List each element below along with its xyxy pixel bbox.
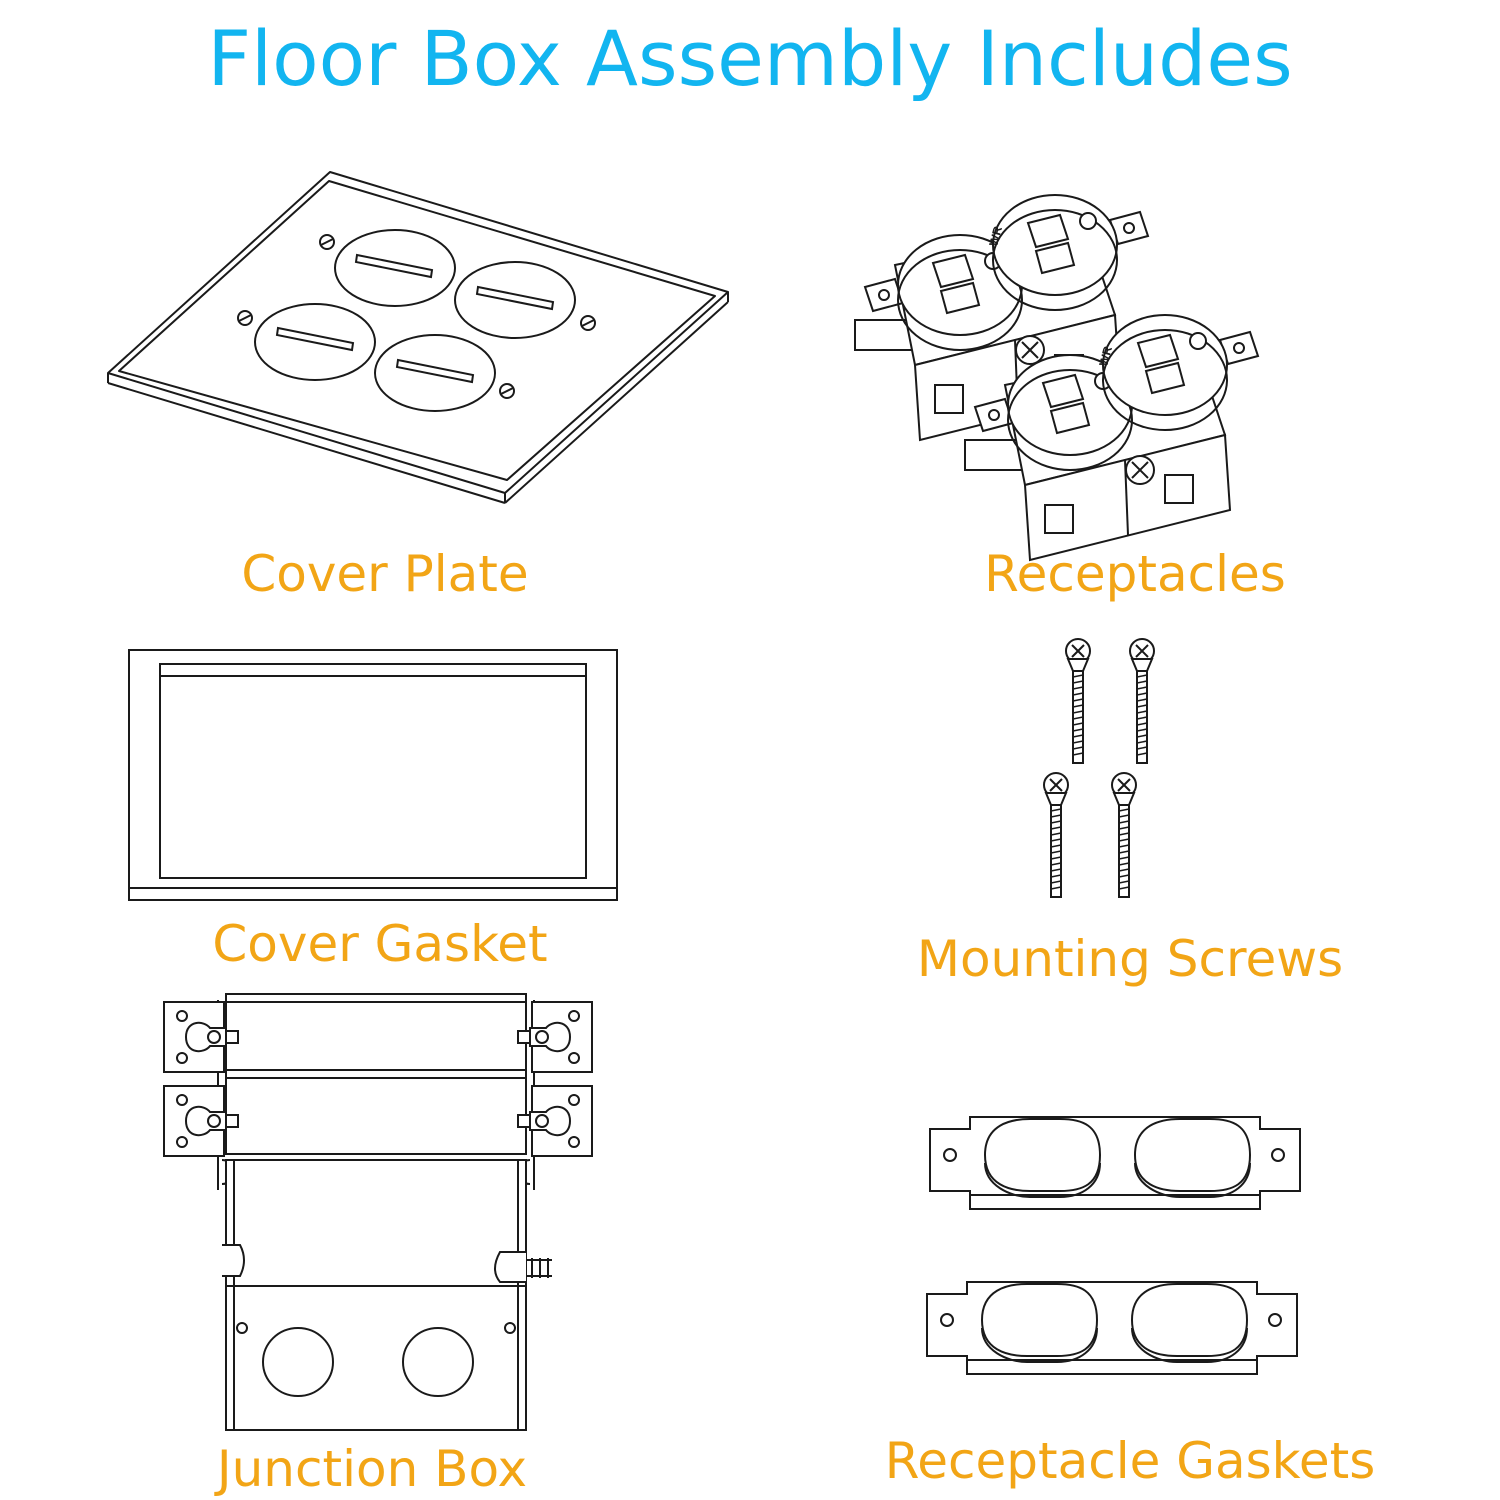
screw xyxy=(1065,638,1091,764)
mounting-screws-label: Mounting Screws xyxy=(916,930,1344,988)
cover-gasket-drawing xyxy=(128,648,620,904)
knockout xyxy=(263,1328,333,1396)
knockout xyxy=(403,1328,473,1396)
junction-box-label: Junction Box xyxy=(216,1440,528,1498)
screw xyxy=(1129,638,1155,764)
receptacle-gasket xyxy=(929,1116,1301,1210)
receptacle-upper: WR xyxy=(854,194,1149,441)
junction-box-drawing xyxy=(163,990,593,1438)
receptacles-drawing: WR WR xyxy=(854,194,1259,561)
screw xyxy=(1043,772,1069,898)
cover-gasket-label: Cover Gasket xyxy=(212,915,548,973)
cover-plate-label: Cover Plate xyxy=(241,545,529,603)
receptacle-lower: WR xyxy=(964,314,1259,561)
mounting-bracket xyxy=(517,1001,593,1073)
page-title: Floor Box Assembly Includes xyxy=(207,14,1293,103)
mounting-screws-drawing xyxy=(1043,638,1155,898)
receptacles-label: Receptacles xyxy=(984,545,1286,603)
receptacle-gaskets-label: Receptacle Gaskets xyxy=(884,1432,1376,1490)
receptacle-gaskets-drawing xyxy=(926,1116,1301,1375)
screw xyxy=(1111,772,1137,898)
receptacle-gasket xyxy=(926,1281,1298,1375)
wr-marking: WR xyxy=(986,225,1005,248)
cover-plate-drawing xyxy=(100,165,740,505)
wr-marking: WR xyxy=(1096,345,1115,368)
mounting-bracket xyxy=(517,1085,593,1157)
plate-screw-heads xyxy=(238,235,595,398)
